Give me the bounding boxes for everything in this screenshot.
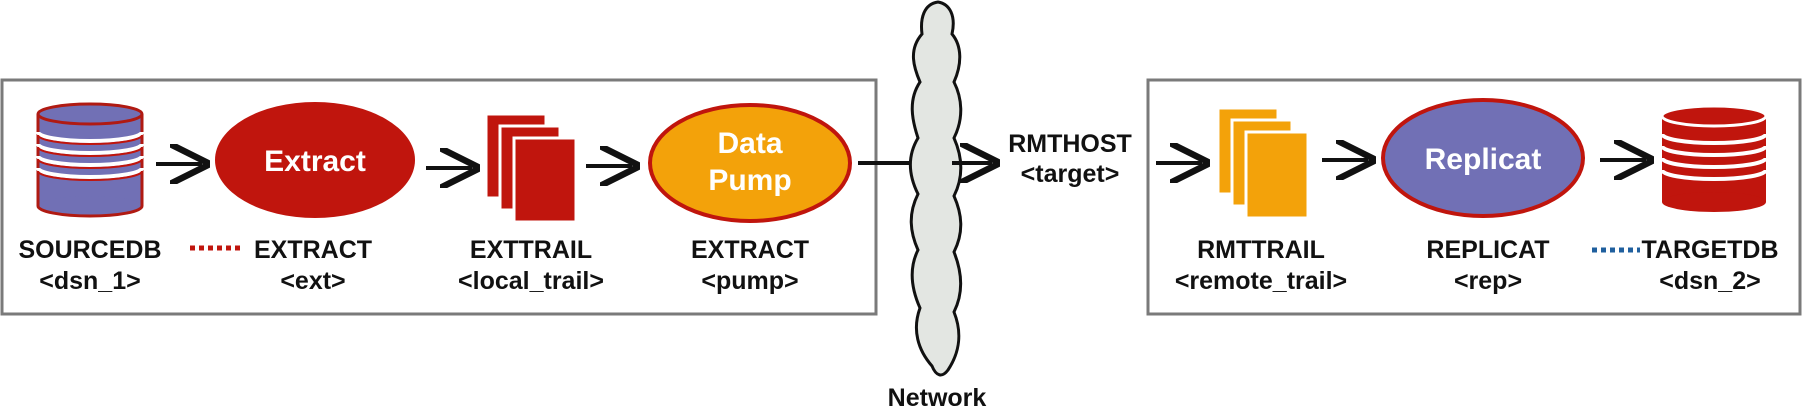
exttrail-sub-label: <local_trail> xyxy=(458,267,604,295)
exttrail-label: EXTTRAIL xyxy=(470,236,592,264)
extract-node-label: Extract xyxy=(264,145,366,178)
replicat-node: Replicat xyxy=(1381,98,1585,218)
remote-trail-files-icon xyxy=(1216,106,1310,220)
rmttrail-label: RMTTRAIL xyxy=(1197,236,1325,264)
network-cloud-icon xyxy=(909,0,963,377)
targetdb-label: TARGETDB xyxy=(1641,236,1778,264)
data-pump-node-line2: Pump xyxy=(708,164,791,197)
rmthost-label: RMTHOST xyxy=(1008,130,1132,158)
source-database-icon xyxy=(36,102,144,218)
target-system-box xyxy=(1146,78,1802,316)
rmttrail-sub-label: <remote_trail> xyxy=(1175,267,1347,295)
extract-sub-label: <ext> xyxy=(280,267,345,295)
data-pump-node: Data Pump xyxy=(648,103,852,223)
sourcedb-label: SOURCEDB xyxy=(18,236,161,264)
source-system-box xyxy=(0,78,878,316)
sourcedb-sub-label: <dsn_1> xyxy=(39,267,140,295)
replicat-label: REPLICAT xyxy=(1426,236,1549,264)
replicat-sub-label: <rep> xyxy=(1454,267,1522,295)
rmthost-sub-label: <target> xyxy=(1021,160,1120,188)
replicat-node-label: Replicat xyxy=(1425,143,1542,176)
local-trail-files-icon xyxy=(484,112,578,224)
extract-label: EXTRACT xyxy=(254,236,372,264)
network-label: Network xyxy=(888,384,987,412)
data-pump-node-line1: Data xyxy=(717,127,782,160)
pump-sub-label: <pump> xyxy=(701,267,798,295)
pump-extract-label: EXTRACT xyxy=(691,236,809,264)
targetdb-sub-label: <dsn_2> xyxy=(1659,267,1760,295)
target-database-icon xyxy=(1660,104,1768,212)
extract-node: Extract xyxy=(215,102,415,218)
